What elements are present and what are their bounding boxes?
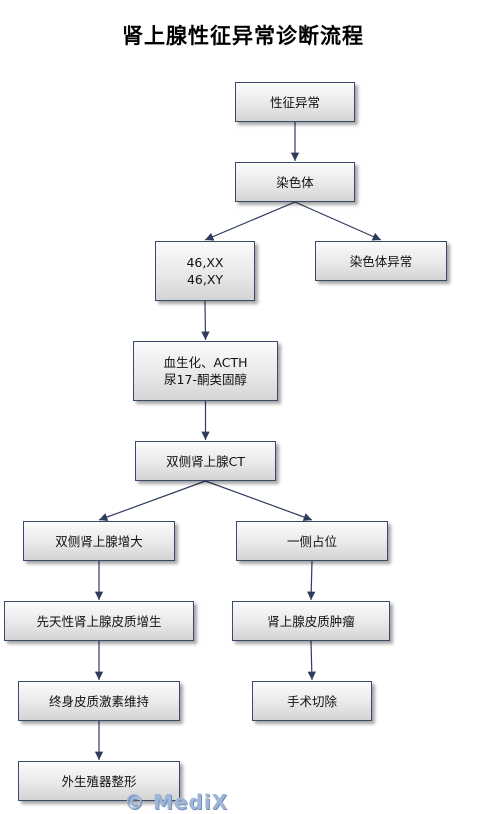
ranseti-label-line-1: 染色体 [276,174,314,190]
node-blood-chemistry-acth: 血生化、ACTH 尿17-酮类固醇 [133,341,278,401]
node-ranseti: 染色体 [235,162,355,202]
zhanwei-label-line-1: 一侧占位 [286,533,337,549]
node-external-genitalia-plasty: 外生殖器整形 [18,761,180,801]
node-unilateral-mass: 一侧占位 [236,521,388,561]
node-xingzheng-yichang: 性征异常 [235,82,355,122]
edge-ct-to-zengda [98,480,206,522]
ranseti_yichang-label-line-1: 染色体异常 [349,253,413,269]
node-bilateral-enlargement: 双侧肾上腺增大 [23,521,175,561]
xiantian-label-line-1: 先天性肾上腺皮质增生 [36,613,162,629]
edge-ranseti-to-karyotype [204,201,296,241]
node-surgical-resection: 手术切除 [252,681,372,721]
ct-label-line-1: 双侧肾上腺CT [166,453,245,469]
zhongliu-label-line-1: 肾上腺皮质肿瘤 [267,613,355,629]
node-adrenocortical-tumor: 肾上腺皮质肿瘤 [232,601,390,641]
watermark-logo: © MediX [124,790,229,814]
node-bilateral-adrenal-ct: 双侧肾上腺CT [135,441,276,481]
karyotype-label-line-1: 46,XX [186,255,224,270]
zhengxing-label-line-1: 外生殖器整形 [61,773,137,789]
jisu-label-line-1: 终身皮质激素维持 [48,693,149,709]
xueshenghua-label-line-1: 血生化、ACTH [163,355,248,370]
node-congenital-adrenal-hyperplasia: 先天性肾上腺皮质增生 [4,601,194,641]
node-ranseti-yichang: 染色体异常 [315,241,447,281]
page-title: 肾上腺性征异常诊断流程 [122,24,364,48]
edge-karyotype-to-xueshenghua [201,300,210,341]
node-lifelong-corticosteroid: 终身皮质激素维持 [18,681,180,721]
karyotype-label-line-2: 46,XY [186,272,224,287]
edge-ct-to-zhanwei [205,480,313,522]
node-karyotype-46xx-46xy: 46,XX 46,XY [155,241,255,301]
edge-zhanwei-to-zhongliu [307,560,316,601]
edge-ranseti-to-ranseti_yichang [294,201,382,241]
zengda-label-line-1: 双侧肾上腺增大 [55,533,143,549]
shoushu-label-line-1: 手术切除 [286,693,337,709]
edge-zhongliu-to-shoushu [307,640,316,681]
xueshenghua-label-line-2: 尿17-酮类固醇 [164,372,247,387]
xingzheng-label-line-1: 性征异常 [269,94,320,110]
